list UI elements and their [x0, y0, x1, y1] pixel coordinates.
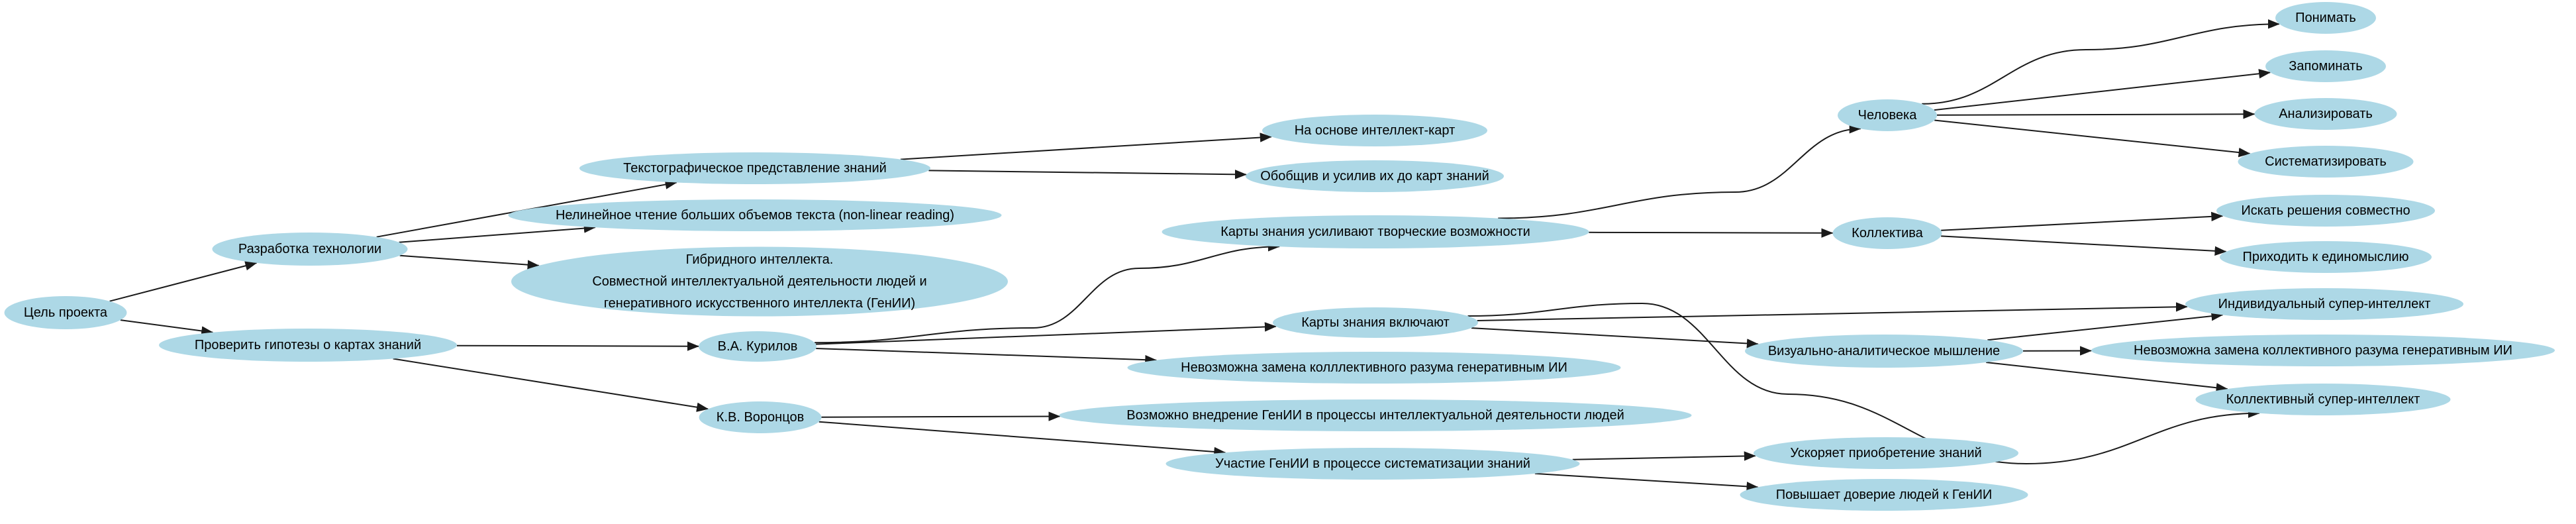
node-participation-shape — [1165, 448, 1580, 480]
node-enhance[interactable]: Карты знания усиливают творческие возмож… — [1162, 215, 1589, 248]
node-seek[interactable]: Искать решения совместно — [2216, 195, 2435, 227]
edge-texto-mindmaps — [900, 132, 1272, 160]
node-visual-shape — [1745, 335, 2023, 368]
node-implement-shape — [1059, 399, 1692, 431]
node-nonlinear[interactable]: Нелинейное чтение больших объемов текста… — [508, 199, 1002, 231]
edge-include-visual — [1471, 327, 1759, 348]
node-understand-shape — [2275, 2, 2376, 34]
edge-goal-dev — [109, 261, 258, 302]
edge-kurilov-impossible_mid — [816, 348, 1158, 365]
edge-include-superteam — [1467, 302, 2260, 465]
node-generalize-shape — [1246, 160, 1504, 192]
node-nonlinear-shape — [508, 199, 1002, 231]
edge-dev-hybrid — [399, 254, 540, 270]
node-human-shape — [1838, 99, 1937, 131]
edge-kurilov-include — [815, 322, 1277, 345]
node-dev[interactable]: Разработка технологии — [212, 233, 408, 266]
node-impossible_mid[interactable]: Невозможна замена колллективного разума … — [1127, 352, 1621, 384]
node-kurilov-shape — [699, 331, 817, 362]
node-mindmaps[interactable]: На основе интеллект-карт — [1262, 115, 1487, 146]
node-impossible_mid-shape — [1127, 352, 1621, 384]
node-participation[interactable]: Участие ГенИИ в процессе систематизации … — [1165, 448, 1580, 480]
node-accelerate-shape — [1754, 437, 2018, 469]
node-kurilov[interactable]: В.А. Курилов — [699, 331, 817, 362]
node-texto[interactable]: Текстографическое представление знаний — [579, 152, 930, 184]
node-hybrid[interactable]: Гибридного интеллекта.Совместной интелле… — [511, 246, 1008, 317]
node-collective-shape — [1832, 217, 1942, 249]
node-individual[interactable]: Индивидуальный супер-интеллект — [2185, 288, 2463, 320]
edge-enhance-human — [1498, 124, 1861, 219]
edge-participation-trust — [1534, 472, 1759, 492]
node-check-shape — [159, 329, 457, 362]
node-mindmaps-shape — [1262, 115, 1487, 146]
node-trust[interactable]: Повышает доверие людей к ГенИИ — [1740, 479, 2028, 511]
node-goal-shape — [4, 296, 127, 329]
edge-include-individual — [1477, 302, 2188, 321]
edge-vorontsov-participation — [818, 421, 1226, 457]
node-vorontsov-shape — [699, 401, 822, 433]
node-generalize[interactable]: Обобщив и усилив их до карт знаний — [1246, 160, 1504, 192]
node-accelerate[interactable]: Ускоряет приобретение знаний — [1754, 437, 2018, 469]
edge-human-understand — [1922, 19, 2280, 105]
node-seek-shape — [2216, 195, 2435, 227]
node-check[interactable]: Проверить гипотезы о картах знаний — [159, 329, 457, 362]
node-systematize[interactable]: Систематизировать — [2238, 146, 2414, 178]
edge-human-remember — [1934, 69, 2271, 111]
node-trust-shape — [1740, 479, 2028, 511]
edge-collective-consensus — [1941, 235, 2227, 256]
edge-goal-check — [120, 319, 214, 336]
node-include[interactable]: Карты знания включают — [1273, 307, 1478, 338]
edge-texto-generalize — [928, 170, 1247, 180]
edge-visual-superteam — [1986, 362, 2228, 393]
node-remember-shape — [2265, 50, 2386, 82]
node-impossible_right[interactable]: Невозможна замена коллективного разума г… — [2091, 335, 2555, 366]
edge-visual-individual — [1987, 311, 2224, 341]
node-vorontsov[interactable]: К.В. Воронцов — [699, 401, 822, 433]
node-understand[interactable]: Понимать — [2275, 2, 2376, 34]
node-remember[interactable]: Запоминать — [2265, 50, 2386, 82]
node-superteam-shape — [2195, 384, 2451, 415]
node-consensus-shape — [2220, 241, 2432, 273]
node-analyze-shape — [2254, 98, 2397, 130]
edge-kurilov-enhance — [815, 242, 1280, 344]
node-texto-shape — [579, 152, 930, 184]
node-human[interactable]: Человека — [1838, 99, 1937, 131]
node-consensus[interactable]: Приходить к единомыслию — [2220, 241, 2432, 273]
edge-collective-seek — [1941, 211, 2224, 231]
node-systematize-shape — [2238, 146, 2414, 178]
edges-layer — [109, 19, 2280, 492]
node-enhance-shape — [1162, 215, 1589, 248]
edge-check-vorontsov — [393, 358, 709, 412]
node-superteam[interactable]: Коллективный супер-интеллект — [2195, 384, 2451, 415]
node-dev-shape — [212, 233, 408, 266]
node-implement[interactable]: Возможно внедрение ГенИИ в процессы инте… — [1059, 399, 1692, 431]
node-analyze[interactable]: Анализировать — [2254, 98, 2397, 130]
edge-human-analyze — [1936, 109, 2255, 119]
node-collective[interactable]: Коллектива — [1832, 217, 1942, 249]
nodes-layer: Цель проекта Разработка технологииПровери… — [4, 2, 2555, 511]
node-individual-shape — [2185, 288, 2463, 320]
edge-human-systematize — [1934, 119, 2251, 158]
node-visual[interactable]: Визуально-аналитическое мышление — [1745, 335, 2023, 368]
node-hybrid-shape — [511, 246, 1008, 317]
node-goal[interactable]: Цель проекта — [4, 296, 127, 329]
edge-participation-accelerate — [1572, 451, 1756, 461]
node-include-shape — [1273, 307, 1478, 338]
node-impossible_right-shape — [2091, 335, 2555, 366]
edge-dev-nonlinear — [399, 223, 596, 243]
